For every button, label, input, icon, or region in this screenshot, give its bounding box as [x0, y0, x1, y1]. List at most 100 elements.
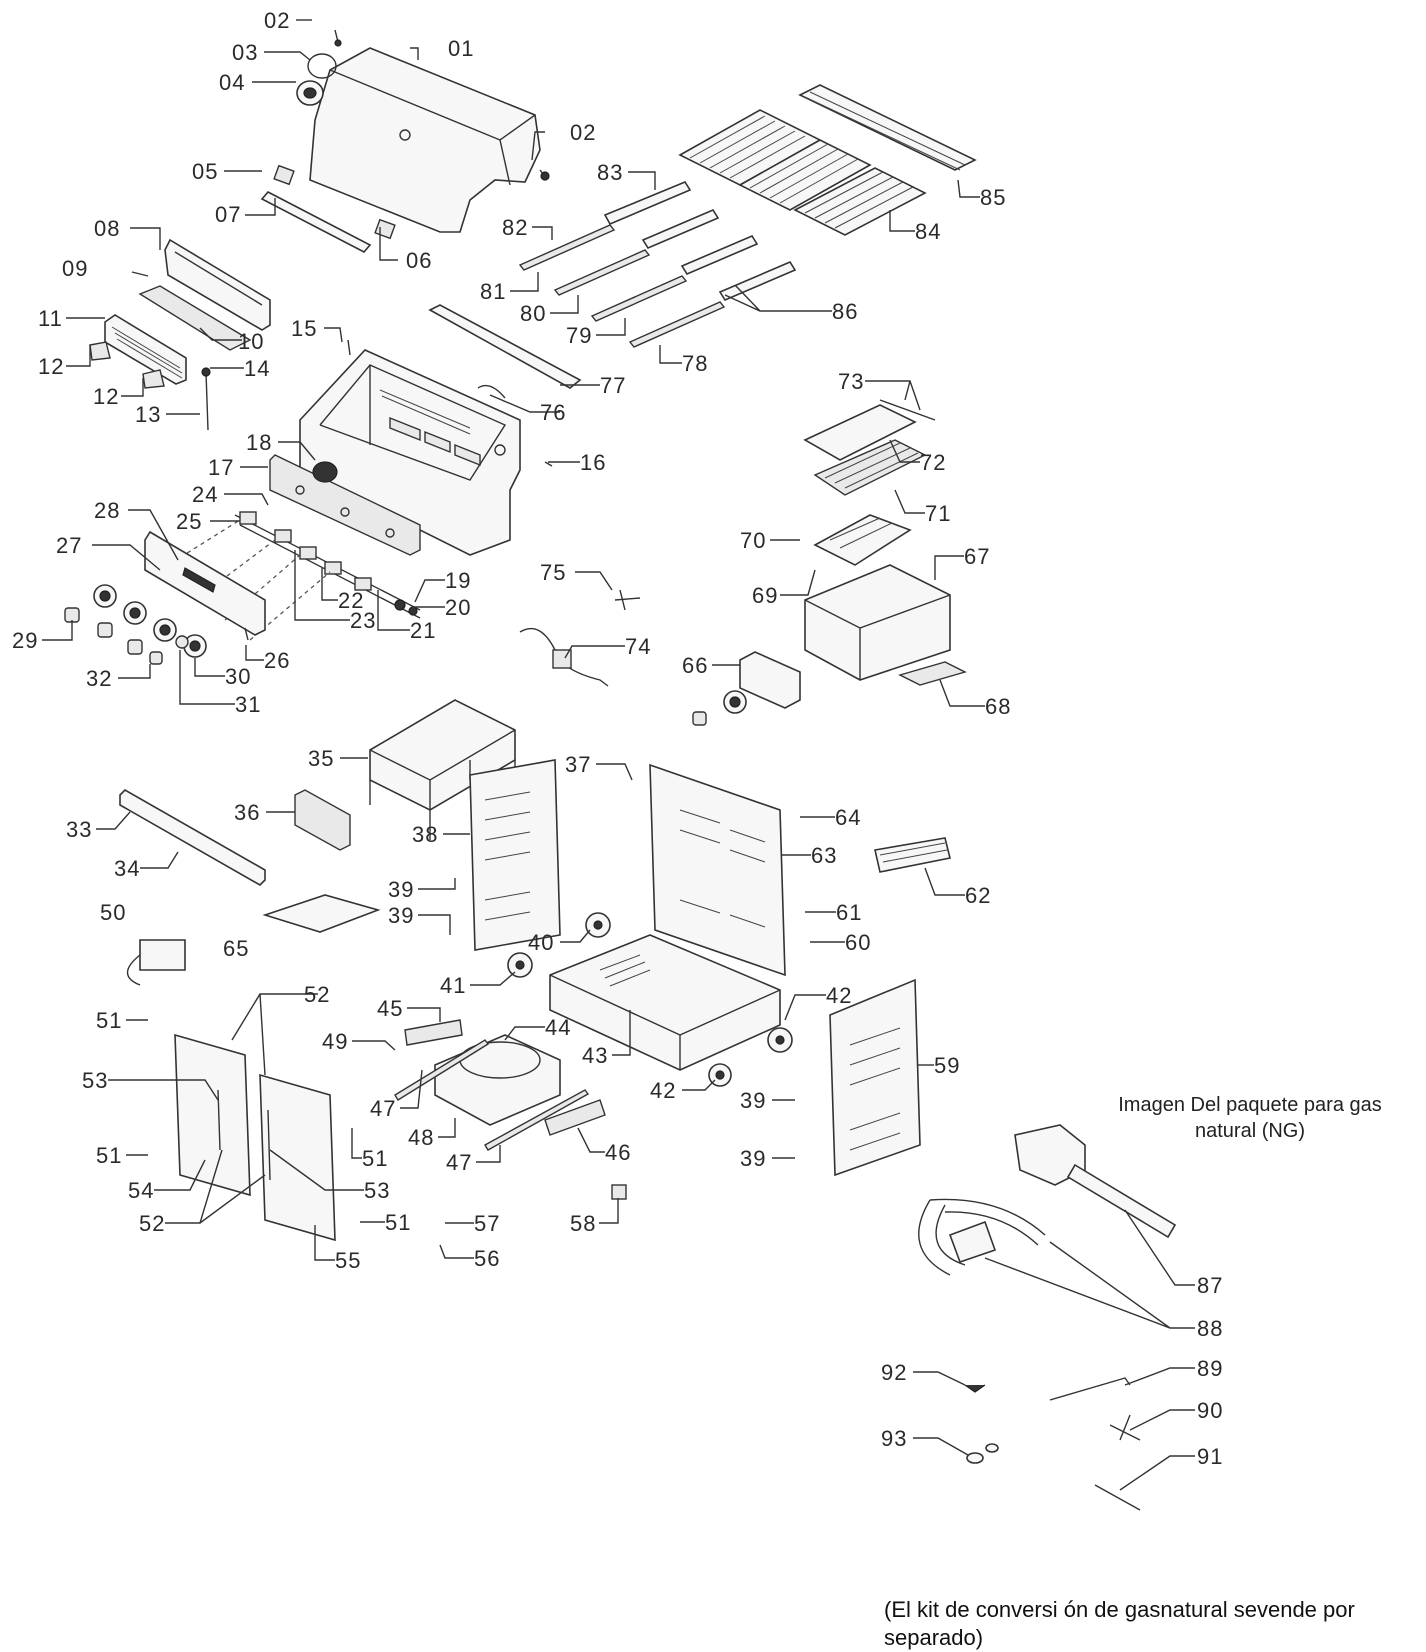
part-number: 81: [480, 279, 506, 304]
part-number: 52: [304, 982, 330, 1007]
part-number: 10: [238, 329, 264, 354]
part-number: 64: [835, 805, 861, 830]
part-number: 80: [520, 301, 546, 326]
part-number: 18: [246, 430, 272, 455]
part-number: 31: [235, 692, 261, 717]
part-number: 54: [128, 1178, 154, 1203]
part-number: 46: [605, 1140, 631, 1165]
part-number: 77: [600, 373, 626, 398]
part-number: 39: [740, 1146, 766, 1171]
part-number: 59: [934, 1053, 960, 1078]
part-number: 39: [740, 1088, 766, 1113]
part-number: 37: [565, 752, 591, 777]
part-number: 58: [570, 1211, 596, 1236]
conversion-kit-note: (El kit de conversi ón de gasnatural sev…: [884, 1597, 1355, 1650]
part-number: 06: [406, 248, 432, 273]
part-number: 45: [377, 996, 403, 1021]
part-number: 85: [980, 185, 1006, 210]
part-number: 11: [38, 306, 63, 331]
part-number: 44: [545, 1015, 571, 1040]
part-number: 75: [540, 560, 566, 585]
part-number: 15: [291, 316, 317, 341]
control-knobs: [64, 584, 207, 665]
part-number: 61: [836, 900, 862, 925]
part-number: 51: [96, 1143, 122, 1168]
part-number: 74: [625, 634, 651, 659]
part-number: 67: [964, 544, 990, 569]
part-number: 24: [192, 482, 218, 507]
part-number: 84: [915, 219, 941, 244]
part-number: 55: [335, 1248, 361, 1273]
part-number: 14: [244, 356, 270, 381]
part-number: 39: [388, 877, 414, 902]
ng-conversion-kit: [918, 1124, 1177, 1511]
firebox: [269, 304, 582, 556]
part-number: 48: [408, 1125, 434, 1150]
part-number: 78: [682, 351, 708, 376]
ng-kit-title: Imagen Del paquete para gas natural (NG): [1118, 1094, 1382, 1142]
part-number: 30: [225, 664, 251, 689]
part-number: 62: [965, 883, 991, 908]
part-number: 88: [1197, 1316, 1223, 1341]
part-number: 32: [86, 666, 112, 691]
part-number: 86: [832, 299, 858, 324]
part-number: 33: [66, 817, 92, 842]
part-number: 51: [362, 1146, 388, 1171]
valve-manifold: [144, 511, 421, 641]
side-burner: [692, 399, 967, 726]
part-number: 47: [446, 1150, 472, 1175]
part-number: 34: [114, 856, 140, 881]
part-number: 36: [234, 800, 260, 825]
part-number: 09: [62, 256, 88, 281]
part-drawings: [64, 29, 1177, 1511]
part-number: 93: [881, 1426, 907, 1451]
part-number: 51: [385, 1210, 411, 1235]
cart-doors: [174, 1019, 627, 1242]
lid: [309, 47, 541, 233]
part-number: 01: [448, 36, 474, 61]
part-number: 83: [597, 160, 623, 185]
part-number: 43: [582, 1043, 608, 1068]
part-number: 02: [570, 120, 596, 145]
part-number: 23: [350, 608, 376, 633]
thermometer: [296, 29, 550, 181]
part-number: 53: [364, 1178, 390, 1203]
part-number: 05: [192, 159, 218, 184]
part-number: 08: [94, 216, 120, 241]
part-number: 17: [208, 455, 234, 480]
part-number: 12: [38, 354, 64, 379]
part-number: 29: [12, 628, 38, 653]
part-number: 92: [881, 1360, 907, 1385]
part-number: 89: [1197, 1356, 1223, 1381]
part-number: 73: [838, 369, 864, 394]
warming-box: [89, 238, 271, 431]
part-number: 39: [388, 903, 414, 928]
part-number: 65: [223, 936, 249, 961]
part-number: 76: [540, 400, 566, 425]
part-number: 22: [338, 588, 364, 613]
part-number: 35: [308, 746, 334, 771]
part-number: 42: [650, 1078, 676, 1103]
part-number: 70: [740, 528, 766, 553]
part-number: 07: [215, 202, 241, 227]
part-number: 42: [826, 983, 852, 1008]
part-number: 26: [264, 648, 290, 673]
part-number: 20: [445, 595, 471, 620]
part-number: 28: [94, 498, 120, 523]
part-number: 21: [410, 618, 436, 643]
part-number: 63: [811, 843, 837, 868]
part-number: 82: [502, 215, 528, 240]
part-number: 02: [264, 8, 290, 33]
part-number: 13: [135, 402, 161, 427]
part-number: 66: [682, 653, 708, 678]
part-number: 79: [566, 323, 592, 348]
part-number: 40: [528, 930, 554, 955]
part-number: 56: [474, 1246, 500, 1271]
part-number: 52: [139, 1211, 165, 1236]
part-number: 04: [219, 70, 245, 95]
part-number: 90: [1197, 1398, 1223, 1423]
part-number: 25: [176, 509, 202, 534]
part-number: 68: [985, 694, 1011, 719]
cart: [119, 699, 951, 1177]
